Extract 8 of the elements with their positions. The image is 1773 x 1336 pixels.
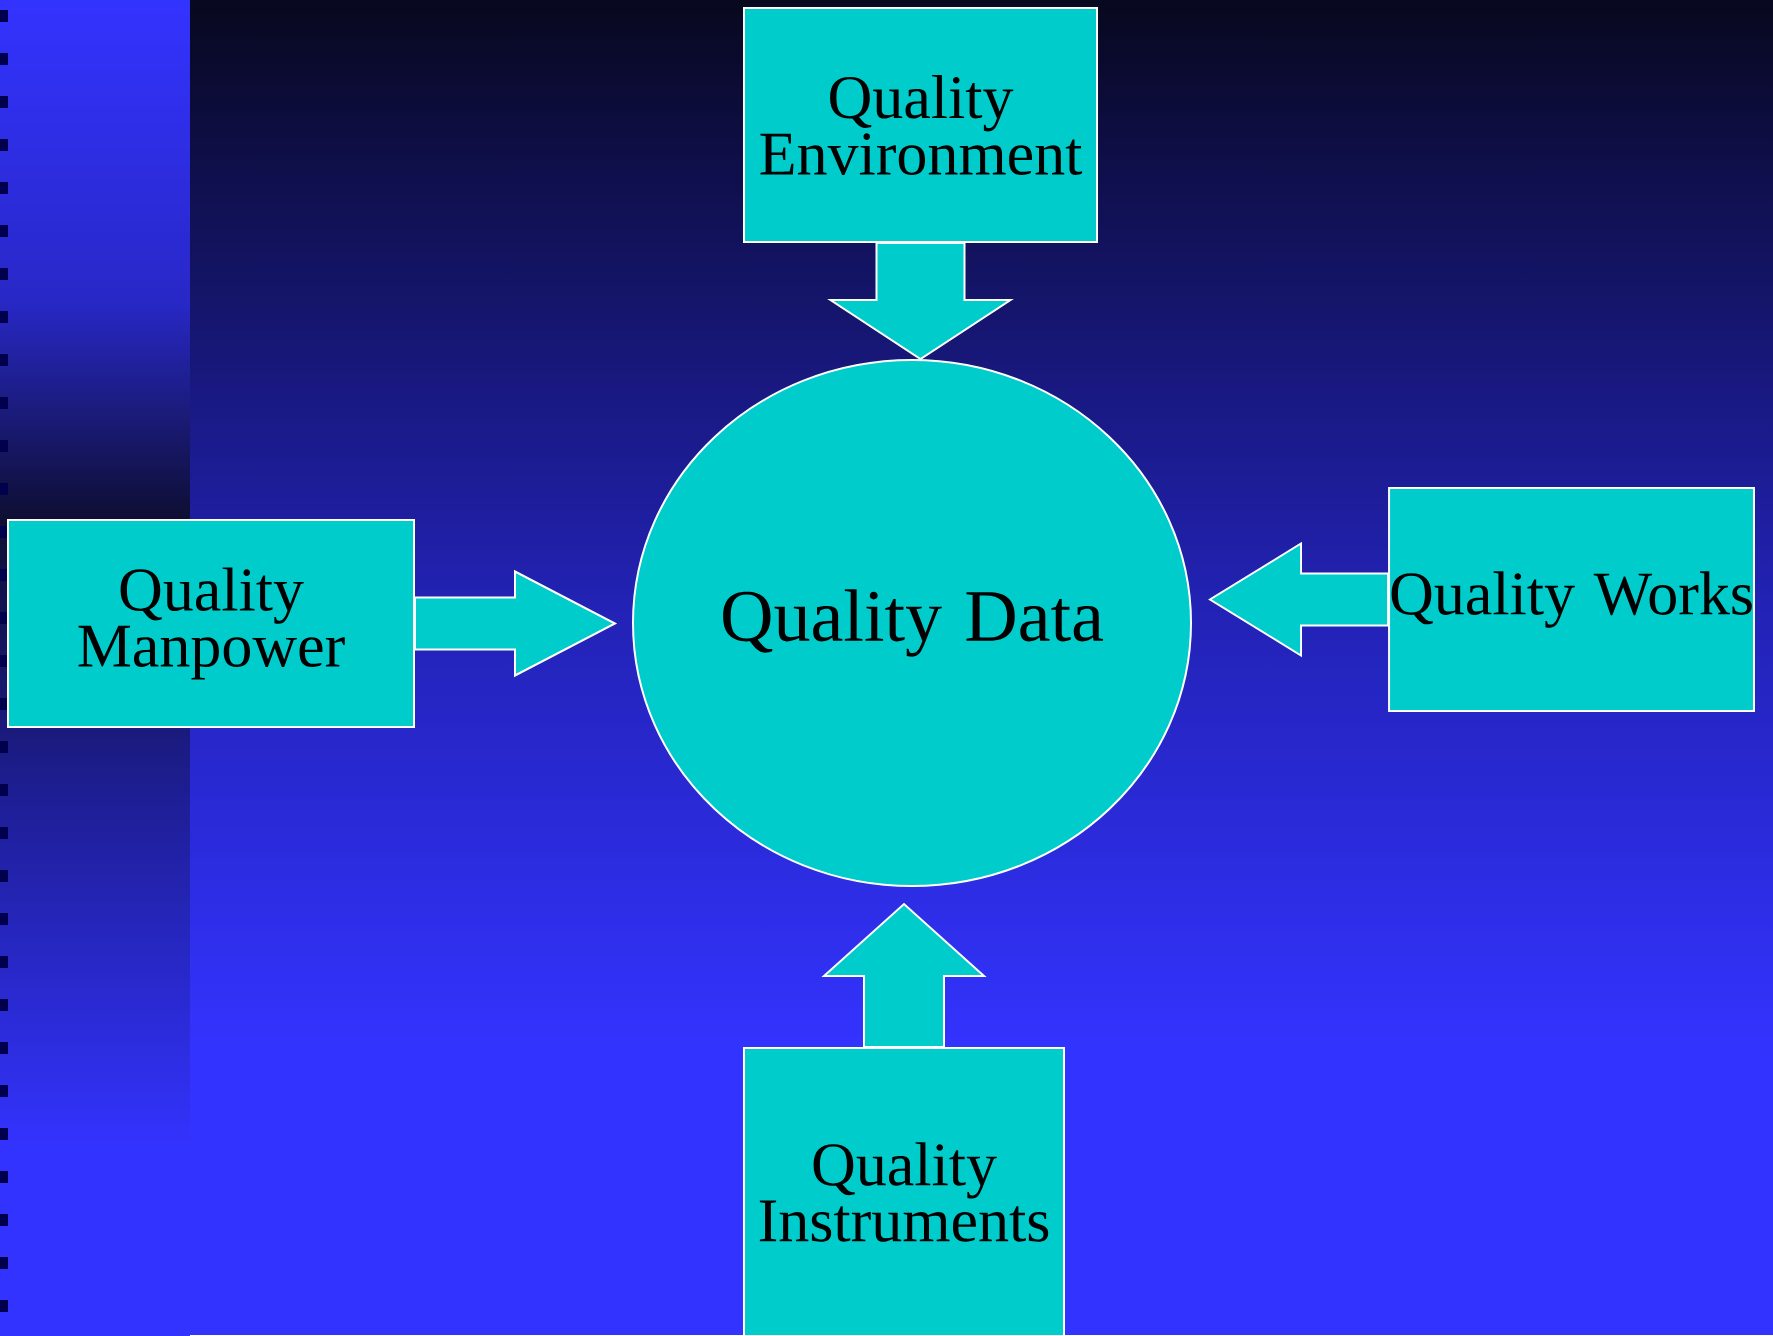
process-box: Quality Manpower (7, 519, 415, 728)
block-arrow (1208, 541, 1390, 658)
block-arrow (827, 242, 1014, 361)
block-arrow (414, 569, 618, 678)
process-box: Quality Environment (743, 7, 1098, 243)
process-box: Quality Works (1388, 487, 1755, 712)
process-box: Quality Instruments (743, 1047, 1065, 1336)
block-arrow (821, 902, 987, 1048)
